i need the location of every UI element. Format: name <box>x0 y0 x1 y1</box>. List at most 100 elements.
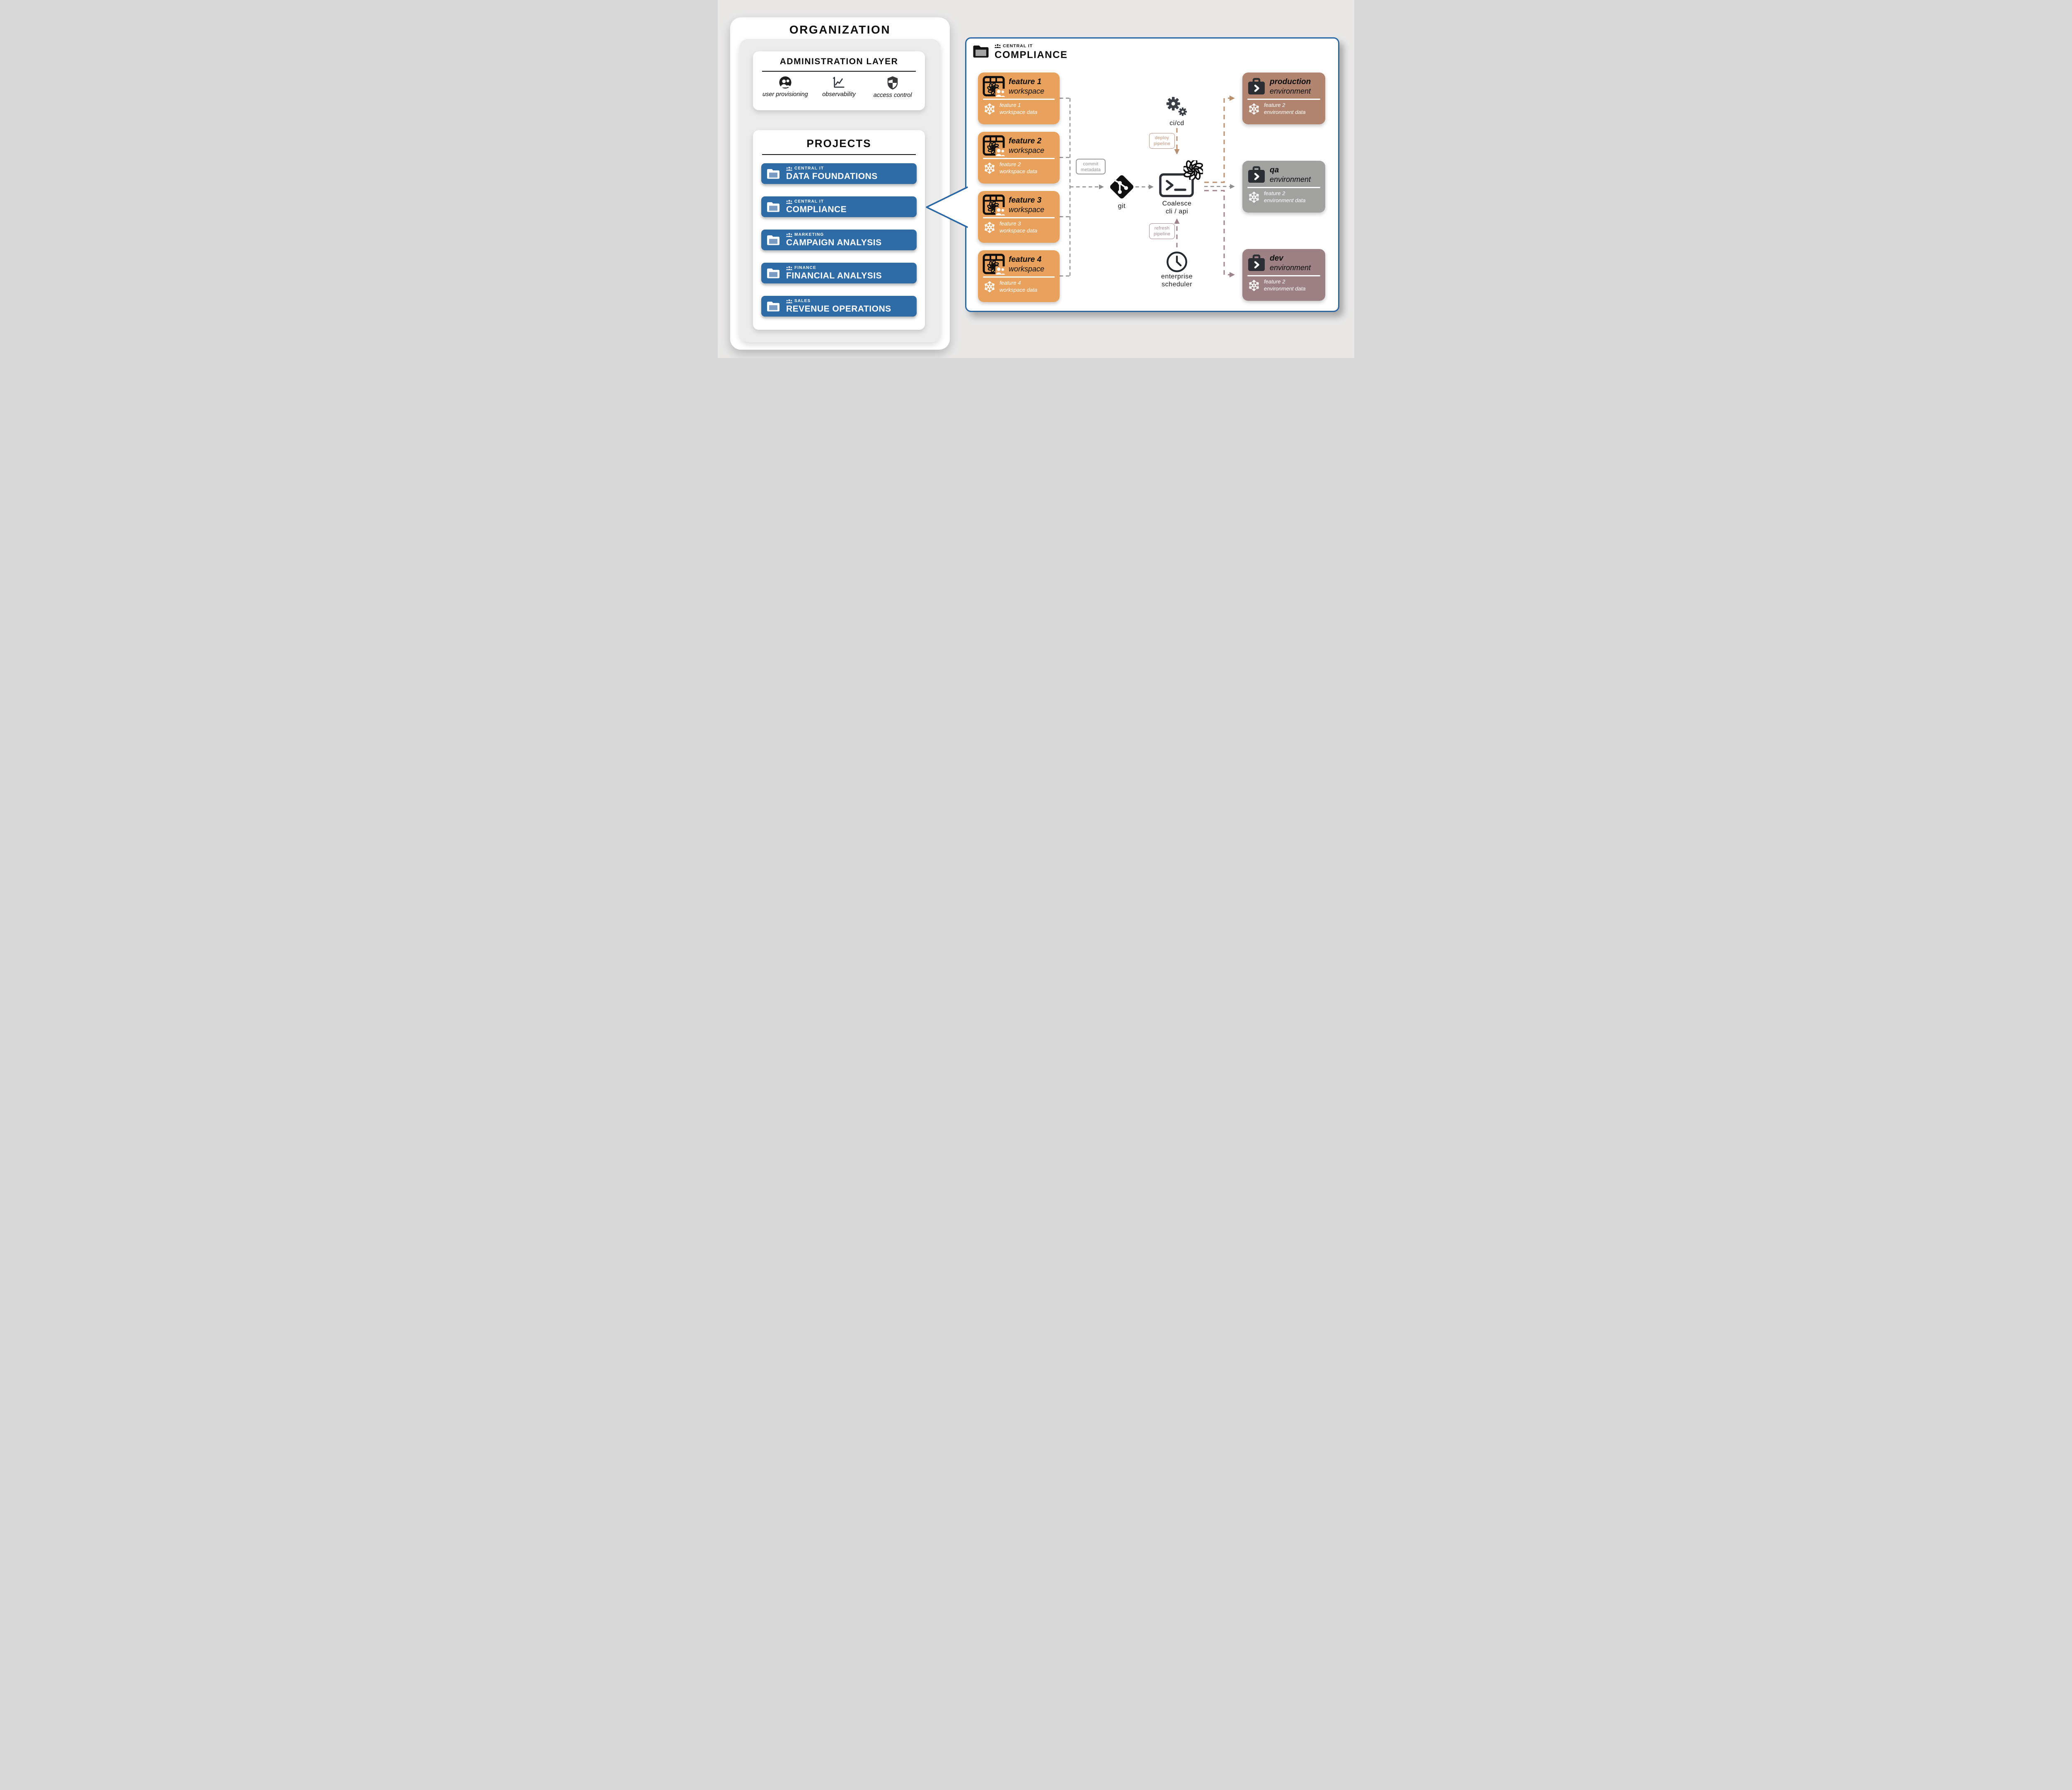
snowflake-icon <box>1248 103 1260 115</box>
workspace-card-top: feature 2 workspace <box>983 134 1058 157</box>
compliance-detail-panel: CENTRAL IT COMPLIANCE <box>965 37 1339 312</box>
callout-wedge <box>922 186 968 229</box>
capability-access-control: access control <box>866 76 919 99</box>
data-line-1: feature 1 <box>1000 102 1021 108</box>
people-icon <box>996 267 1005 275</box>
card-separator <box>1247 187 1320 188</box>
refresh-pipeline-label: refresh pipeline <box>1149 223 1175 239</box>
folder-icon <box>766 267 780 279</box>
coalesce-to-production-arrow <box>1204 95 1235 183</box>
environment-name: dev <box>1270 254 1283 263</box>
panel-team-label: CENTRAL IT <box>1003 44 1033 48</box>
project-text: FINANCE FINANCIAL ANALYSIS <box>786 266 882 280</box>
data-line-2: environment data <box>1264 109 1306 115</box>
folder-icon <box>766 167 780 180</box>
commit-line-2: metadata <box>1080 167 1101 172</box>
folder-icon <box>766 201 780 213</box>
card-separator <box>983 217 1055 218</box>
project-name: DATA FOUNDATIONS <box>786 172 878 181</box>
workspace-data-text: feature 4 workspace data <box>1000 280 1037 293</box>
browser-window-icon <box>983 254 1005 275</box>
divider <box>762 154 916 155</box>
project-team-row: MARKETING <box>786 233 882 237</box>
data-line-1: feature 2 <box>1264 102 1285 108</box>
capability-user-provisioning: user provisioning <box>759 76 812 99</box>
deploy-line-1: deploy <box>1155 135 1169 140</box>
commit-metadata-label: commit metadata <box>1076 159 1106 174</box>
folder-icon <box>766 234 780 246</box>
workspace-name: feature 1 <box>1009 77 1042 86</box>
workspace-type: workspace <box>1009 265 1045 273</box>
project-button[interactable]: MARKETING CAMPAIGN ANALYSIS <box>761 230 917 250</box>
team-people-icon <box>786 299 792 303</box>
environment-data-row: feature 2 environment data <box>1248 278 1323 292</box>
project-button[interactable]: CENTRAL IT DATA FOUNDATIONS <box>761 163 917 184</box>
environment-data-row: feature 2 environment data <box>1248 190 1323 204</box>
browser-window-icon <box>983 135 1005 157</box>
workspace-type: workspace <box>1009 87 1045 95</box>
workspace-names: feature 1 workspace <box>1009 78 1044 95</box>
projects-list: CENTRAL IT DATA FOUNDATIONS <box>753 163 925 317</box>
refresh-line-2: pipeline <box>1153 232 1171 237</box>
environment-name: qa <box>1270 166 1279 174</box>
workspaces-column: feature 1 workspace <box>978 73 1060 302</box>
scheduler-clock-icon <box>1166 251 1188 273</box>
browser-window-icon <box>983 194 1005 216</box>
workspace-names: feature 3 workspace <box>1009 196 1044 213</box>
environment-card-top: production environment <box>1247 75 1324 98</box>
project-name: CAMPAIGN ANALYSIS <box>786 238 882 247</box>
coalesce-terminal-icon <box>1159 173 1194 198</box>
briefcase-icon <box>1247 166 1266 184</box>
workspace-names: feature 2 workspace <box>1009 137 1044 154</box>
workspace-data-row: feature 2 workspace data <box>983 161 1058 175</box>
scheduler-label-2: scheduler <box>1162 281 1192 288</box>
project-button[interactable]: SALES REVENUE OPERATIONS <box>761 296 917 317</box>
data-line-2: environment data <box>1264 285 1306 292</box>
project-button[interactable]: FINANCE FINANCIAL ANALYSIS <box>761 263 917 283</box>
card-separator <box>1247 275 1320 276</box>
workspace-card-top: feature 4 workspace <box>983 252 1058 276</box>
team-people-icon <box>786 200 792 204</box>
panel-header: CENTRAL IT COMPLIANCE <box>972 44 1067 61</box>
snowflake-icon <box>983 162 996 174</box>
data-line-1: feature 2 <box>1000 161 1021 167</box>
projects-card: PROJECTS <box>753 130 925 330</box>
project-team-label: SALES <box>794 299 811 303</box>
data-line-2: environment data <box>1264 197 1306 203</box>
environment-card: dev environment <box>1242 249 1325 301</box>
workspace-card: feature 2 workspace <box>978 132 1060 184</box>
project-team-label: CENTRAL IT <box>794 166 824 171</box>
project-text: CENTRAL IT DATA FOUNDATIONS <box>786 167 878 181</box>
environment-data-text: feature 2 environment data <box>1264 102 1305 116</box>
environment-type: environment <box>1270 175 1311 184</box>
workspace-type: workspace <box>1009 206 1045 214</box>
data-line-1: feature 3 <box>1000 220 1021 227</box>
workspace-name: feature 3 <box>1009 196 1042 205</box>
project-name: FINANCIAL ANALYSIS <box>786 271 882 281</box>
snowflake-icon <box>983 281 996 293</box>
environment-data-row: feature 2 environment data <box>1248 102 1323 116</box>
project-team-row: CENTRAL IT <box>786 167 878 171</box>
environment-type: environment <box>1270 264 1311 272</box>
project-text: CENTRAL IT COMPLIANCE <box>786 200 847 214</box>
panel-header-text: CENTRAL IT COMPLIANCE <box>995 44 1067 61</box>
connector-overlay <box>1060 95 1235 278</box>
team-people-icon <box>786 167 792 171</box>
environments-column: production environment <box>1242 73 1325 301</box>
data-line-1: feature 4 <box>1000 280 1021 286</box>
workspace-data-row: feature 3 workspace data <box>983 220 1058 234</box>
card-separator <box>983 99 1055 100</box>
cicd-gears-icon <box>1164 95 1188 118</box>
project-button[interactable]: CENTRAL IT COMPLIANCE <box>761 196 917 217</box>
project-text: SALES REVENUE OPERATIONS <box>786 299 891 313</box>
workspace-names: feature 4 workspace <box>1009 256 1044 273</box>
workspace-card-top: feature 3 workspace <box>983 193 1058 217</box>
commit-line-1: commit <box>1083 162 1099 167</box>
card-separator <box>983 276 1055 278</box>
projects-title: PROJECTS <box>806 137 871 150</box>
capability-label: user provisioning <box>762 91 808 98</box>
data-line-2: workspace data <box>1000 168 1038 174</box>
capability-label: observability <box>822 91 856 98</box>
data-line-2: workspace data <box>1000 227 1038 234</box>
snowflake-icon <box>1248 279 1260 292</box>
